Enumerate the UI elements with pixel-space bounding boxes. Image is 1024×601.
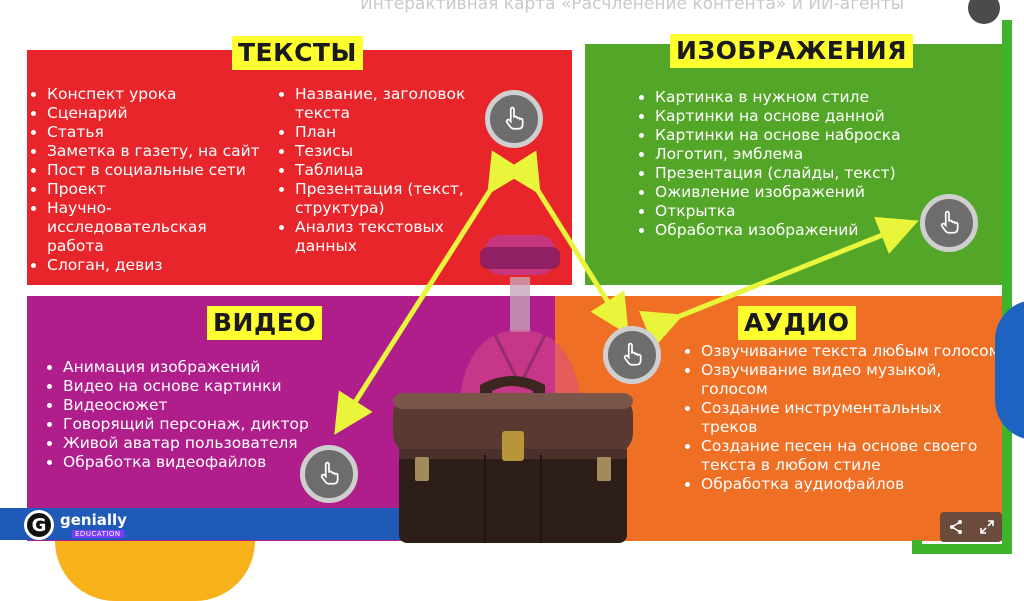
list-item: План [295, 123, 475, 142]
list-item: Картинки на основе наброска [655, 126, 955, 145]
list-item: Обработка изображений [655, 221, 955, 240]
genially-mark: G [24, 510, 54, 540]
list-item: Таблица [295, 161, 475, 180]
hotspot-video-button[interactable] [300, 445, 358, 503]
genially-subtitle: EDUCATION [72, 530, 124, 538]
fullscreen-icon[interactable] [979, 519, 995, 535]
audio-list: Озвучивание текста любым голосом Озвучив… [681, 342, 1001, 494]
hand-pointer-icon [623, 342, 642, 366]
hand-pointer-icon [320, 461, 339, 485]
bottom-green-corner [912, 540, 1012, 554]
bottom-yellow-arc [55, 541, 255, 601]
list-item: Видеосюжет [63, 396, 363, 415]
list-item: Сценарий [47, 104, 297, 123]
briefcase-illustration [393, 376, 633, 543]
list-item: Логотип, эмблема [655, 145, 955, 164]
list-item: Проект [47, 180, 297, 199]
list-item: Оживление изображений [655, 183, 955, 202]
texts-list-left: Конспект урока Сценарий Статья Заметка в… [27, 85, 297, 275]
list-item: Заметка в газету, на сайт [47, 142, 297, 161]
share-icon[interactable] [948, 519, 964, 535]
list-item: Говорящий персонаж, диктор [63, 415, 363, 434]
list-item: Открытка [655, 202, 955, 221]
list-item: Научно-исследовательская работа [47, 199, 227, 256]
hand-pointer-icon [940, 210, 959, 234]
list-item: Статья [47, 123, 297, 142]
list-item: Слоган, девиз [47, 256, 297, 275]
vr-figure-illustration [460, 235, 580, 395]
list-item: Создание инструментальных треков [701, 399, 1001, 437]
panel-title-video: ВИДЕО [207, 306, 323, 340]
list-item: Озвучивание видео музыкой, голосом [701, 361, 1001, 399]
list-item: Тезисы [295, 142, 475, 161]
list-item: Конспект урока [47, 85, 297, 104]
list-item: Обработка видеофайлов [63, 453, 363, 472]
panel-images: ИЗОБРАЖЕНИЯ Картинка в нужном стиле Карт… [585, 34, 1002, 285]
list-item: Живой аватар пользователя [63, 434, 363, 453]
texts-list-right: Название, заголовок текста План Тезисы Т… [275, 85, 475, 256]
images-list: Картинка в нужном стиле Картинки на осно… [635, 88, 955, 240]
hotspot-images-button[interactable] [920, 194, 978, 252]
list-item: Озвучивание текста любым голосом [701, 342, 1001, 361]
list-item: Картинка в нужном стиле [655, 88, 955, 107]
blue-arc-shape [995, 300, 1024, 440]
list-item: Создание песен на основе своего текста в… [701, 437, 1001, 475]
genially-wordmark: genially [60, 511, 127, 529]
hotspot-audio-button[interactable] [603, 326, 661, 384]
video-list: Анимация изображений Видео на основе кар… [43, 358, 363, 472]
right-green-bar [1002, 20, 1012, 550]
faded-page-title: Интерактивная карта «Расчленение контент… [360, 0, 905, 14]
list-item: Видео на основе картинки [63, 377, 363, 396]
corner-button[interactable] [968, 0, 1000, 24]
panel-title-audio: АУДИО [738, 306, 856, 340]
list-item: Презентация (слайды, текст) [655, 164, 955, 183]
hand-pointer-icon [505, 106, 524, 130]
list-item: Пост в социальные сети [47, 161, 297, 180]
hotspot-texts-button[interactable] [485, 90, 543, 148]
list-item: Картинки на основе данной [655, 107, 955, 126]
list-item: Анимация изображений [63, 358, 363, 377]
panel-title-images: ИЗОБРАЖЕНИЯ [670, 34, 913, 68]
list-item: Презентация (текст, структура) [295, 180, 475, 218]
panel-title-texts: ТЕКСТЫ [232, 36, 363, 70]
list-item: Название, заголовок текста [295, 85, 475, 123]
genially-logo[interactable]: G genially EDUCATION [24, 508, 134, 542]
list-item: Обработка аудиофайлов [701, 475, 1001, 494]
share-fullscreen-controls [940, 512, 1002, 542]
